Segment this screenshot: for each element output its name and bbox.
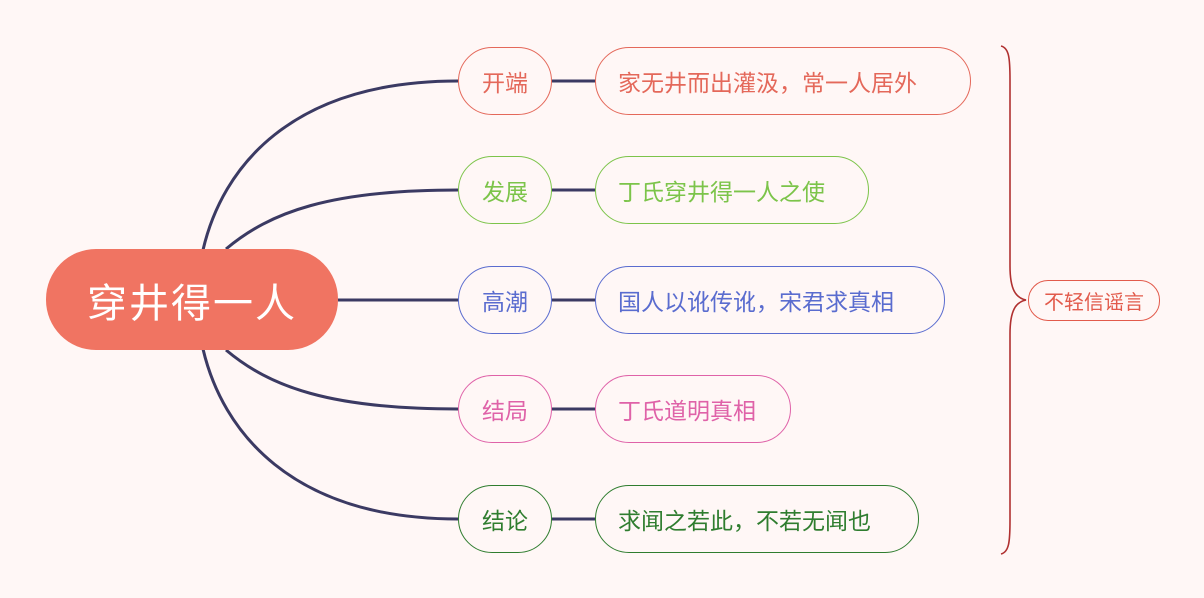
- root-to-stage-connector-opening: [201, 79, 459, 251]
- stage-node-climax[interactable]: 高潮: [458, 266, 552, 334]
- root-node[interactable]: 穿井得一人: [46, 249, 338, 350]
- content-node-climax[interactable]: 国人以讹传讹，宋君求真相: [595, 266, 945, 334]
- stage-node-opening[interactable]: 开端: [458, 47, 552, 115]
- root-to-stage-connector-ending: [225, 348, 459, 411]
- stage-node-conclusion[interactable]: 结论: [458, 485, 552, 553]
- stage-node-ending[interactable]: 结局: [458, 375, 552, 443]
- content-node-development[interactable]: 丁氏穿井得一人之使: [595, 156, 869, 224]
- content-node-opening[interactable]: 家无井而出灌汲，常一人居外: [595, 47, 971, 115]
- branch-connectors: [201, 79, 595, 521]
- root-to-stage-connector-conclusion: [201, 348, 459, 521]
- stage-node-development[interactable]: 发展: [458, 156, 552, 224]
- summary-brace: [1000, 45, 1027, 555]
- content-node-conclusion[interactable]: 求闻之若此，不若无闻也: [595, 485, 919, 553]
- root-to-stage-connector-development: [225, 188, 459, 251]
- content-node-ending[interactable]: 丁氏道明真相: [595, 375, 791, 443]
- summary-node[interactable]: 不轻信谣言: [1028, 280, 1160, 321]
